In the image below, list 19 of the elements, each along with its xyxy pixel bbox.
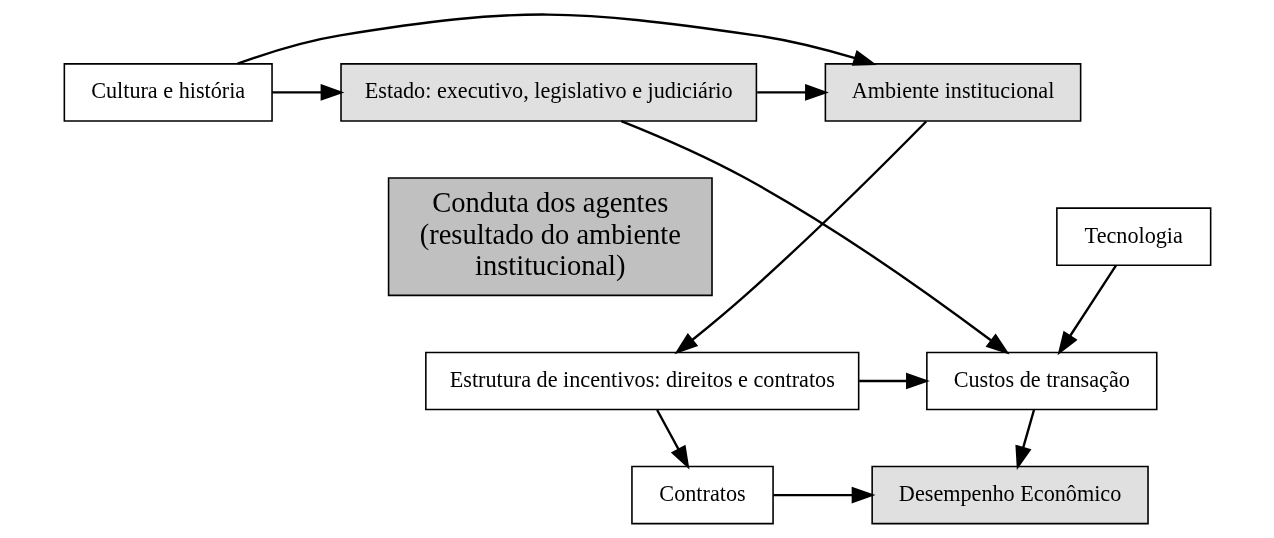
node-box: Contratos: [630, 465, 774, 525]
node-box: Estado: executivo, legislativo e judiciário: [339, 63, 757, 122]
arrow: [673, 120, 927, 355]
node-box: Custos de transação: [925, 351, 1158, 411]
arrow: [236, 13, 877, 66]
arrow: [655, 409, 689, 470]
node-box: Conduta dos agentes (resultado do ambiente institucional): [387, 177, 713, 297]
arrow: [756, 84, 829, 101]
arrow: [1014, 409, 1035, 470]
arrow: [1057, 264, 1117, 356]
node-box: Desempenho Econômico: [870, 465, 1149, 525]
arrow: [271, 84, 344, 101]
arrow: [858, 372, 930, 390]
node-box: Cultura e história: [63, 63, 273, 122]
arrow: [772, 486, 875, 504]
node-box: Estrutura de incentivos: direitos e contratos: [424, 351, 859, 411]
arrow: [620, 120, 1010, 355]
node-box: Ambiente institucional: [824, 63, 1081, 122]
node-box: Tecnologia: [1055, 207, 1211, 266]
